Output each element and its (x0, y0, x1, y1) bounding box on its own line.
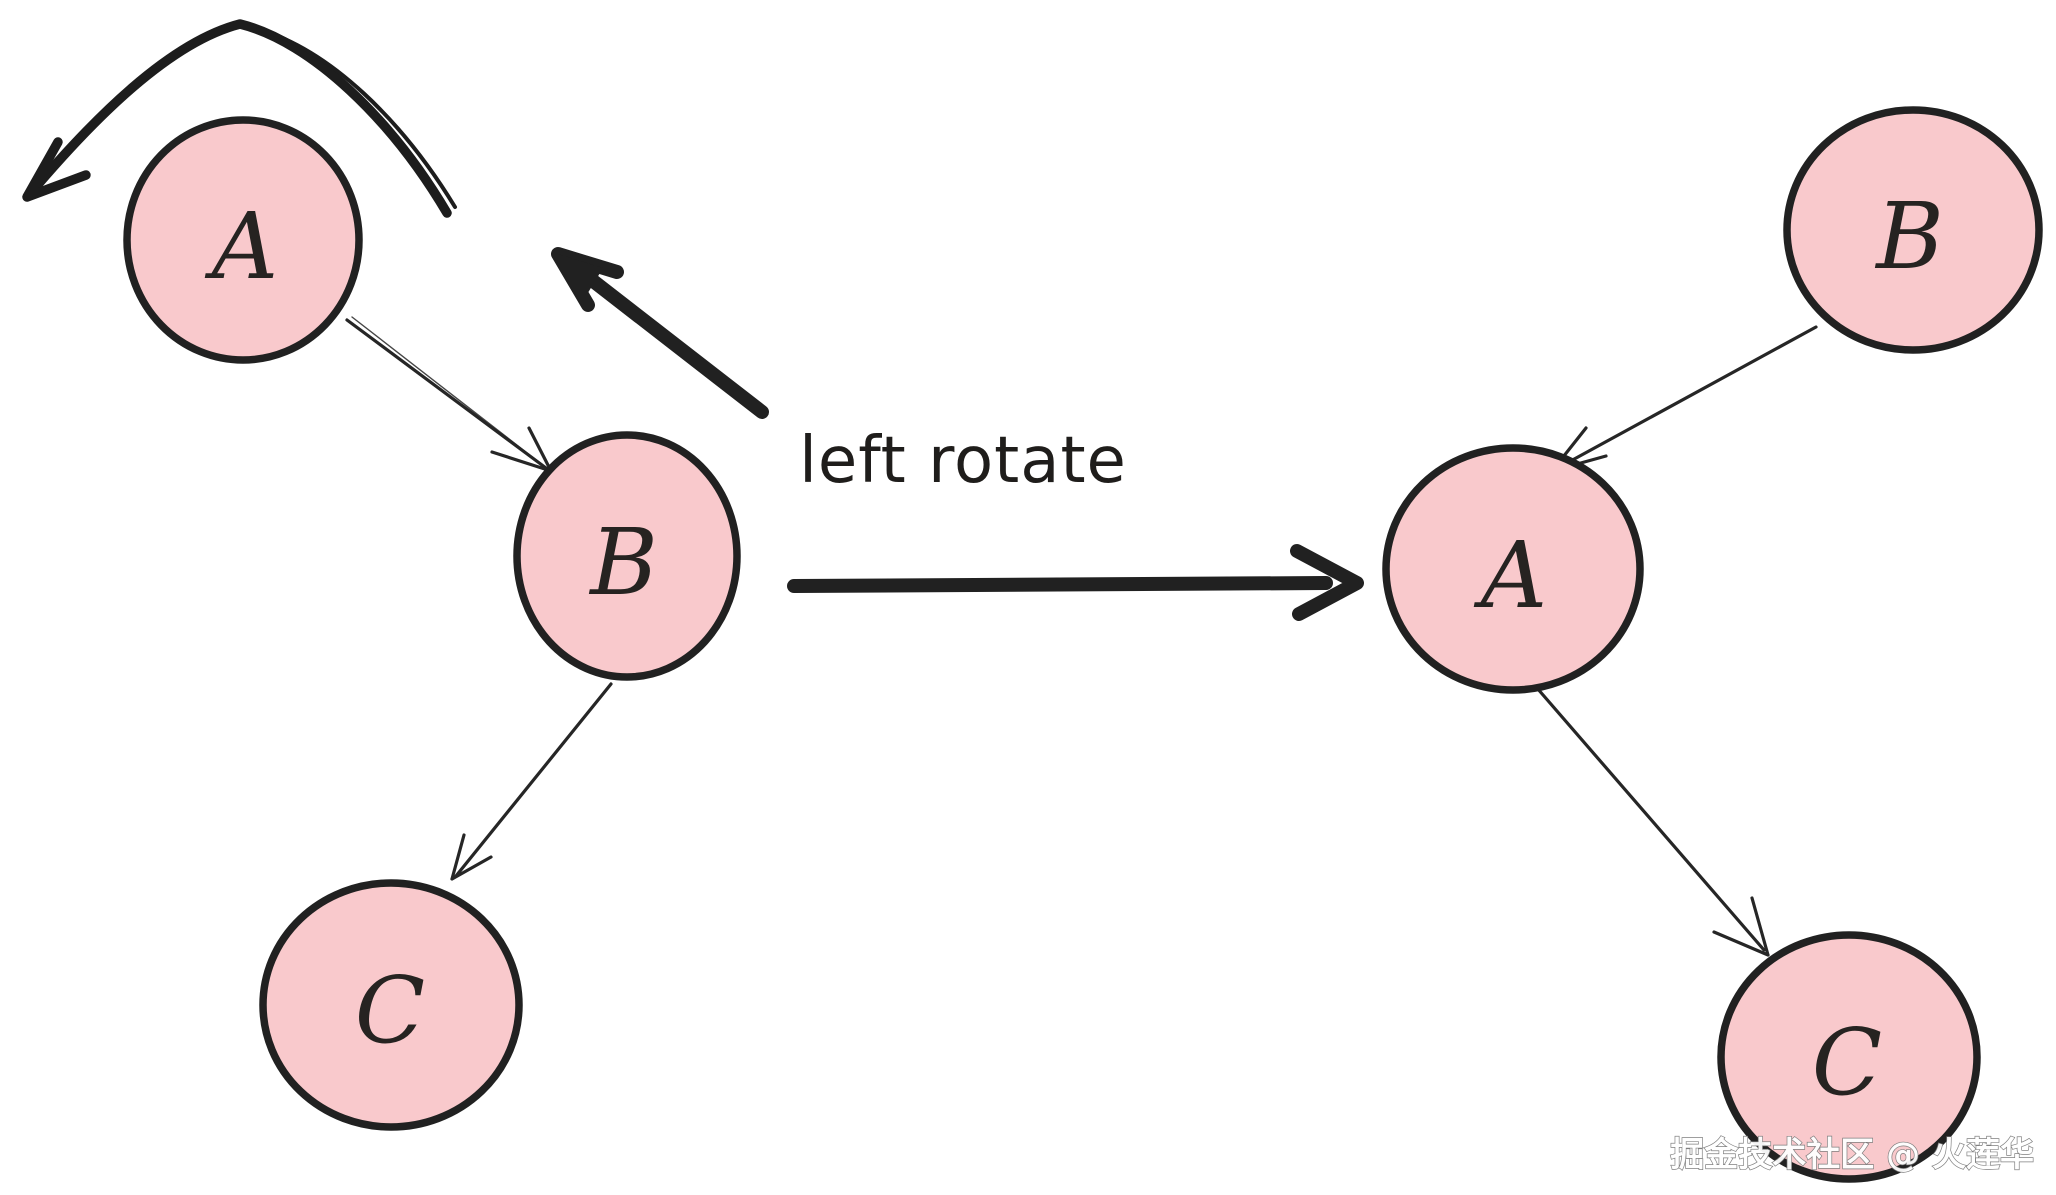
transform-arrow-shaft (787, 576, 1333, 593)
node-circle (513, 431, 741, 681)
node-label: B (588, 509, 658, 616)
node-before-c: C (259, 879, 523, 1131)
node-circle (123, 116, 363, 364)
edge-sketch-line (351, 316, 550, 471)
node-label: A (204, 193, 278, 300)
watermark: 掘金技术社区 @ 火莲华 (1670, 1135, 2034, 1175)
rotation-arc-sketch-line (256, 27, 457, 209)
rotation-arc-arrow (22, 19, 457, 218)
arrowhead-fill (558, 254, 603, 296)
arrowhead-icon (450, 833, 493, 881)
node-circle (1382, 444, 1644, 694)
arrowhead-icon (490, 426, 553, 473)
operation-label: left rotate (799, 424, 1127, 498)
edge-line (1554, 325, 1818, 471)
node-after-c: C (1717, 931, 1981, 1183)
node-before-a: A (123, 116, 363, 364)
node-circle (1783, 106, 2043, 354)
edge-line (1535, 686, 1766, 952)
up-left-thick-arrow (551, 247, 769, 419)
edge-line (345, 318, 548, 470)
node-label: C (355, 957, 425, 1064)
edge-before-b-to-c (450, 682, 613, 881)
transform-group: left rotate (787, 424, 1364, 621)
node-after-a: A (1382, 444, 1644, 694)
arrowhead-icon (1712, 896, 1770, 957)
rotation-arc-path (24, 19, 452, 218)
arrow-shaft (563, 256, 769, 419)
node-after-b: B (1783, 106, 2043, 354)
edge-before-a-to-b (345, 316, 553, 473)
edge-after-b-to-a (1550, 325, 1818, 473)
transform-arrowhead-icon (1290, 544, 1364, 621)
node-label: C (1812, 1009, 1882, 1116)
node-label: B (1874, 183, 1944, 290)
after-tree: B A C (1382, 106, 2043, 1183)
node-circle (259, 879, 523, 1131)
before-tree: A B C (123, 116, 741, 1131)
edge-after-a-to-c (1535, 686, 1770, 957)
edge-line (454, 682, 613, 878)
rotation-arc-arrowhead-icon (22, 137, 91, 202)
node-circle (1717, 931, 1981, 1183)
node-label: A (1473, 522, 1547, 629)
node-before-b: B (513, 431, 741, 681)
